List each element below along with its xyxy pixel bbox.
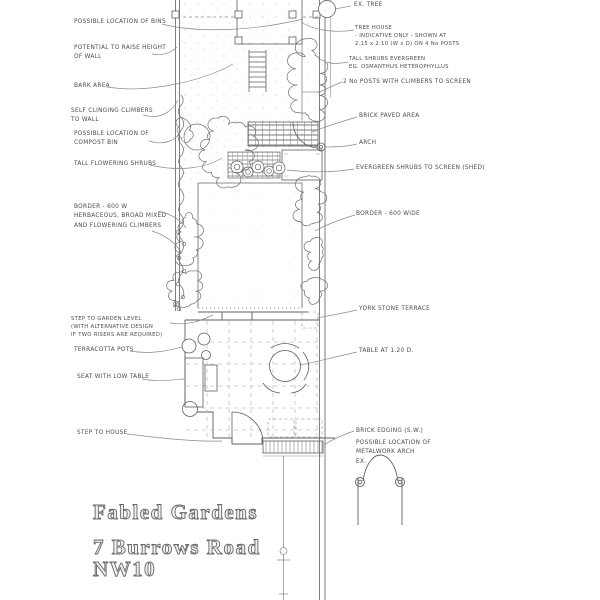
- annotation-climbers: SELF CLINGING CLIMBERS TO WALL: [71, 108, 153, 124]
- annotation-step-garden: STEP TO GARDEN LEVEL (WITH ALTERNATIVE D…: [71, 316, 163, 339]
- round-table: [262, 343, 310, 394]
- annotation-screen-shed: EVERGREEN SHRUBS TO SCREEN (SHED): [356, 165, 485, 171]
- leader-lines: [106, 5, 358, 446]
- shrub-circle: [183, 123, 211, 151]
- annotation-border-left: BORDER - 600 W HERBACEOUS, BROAD MIXED A…: [74, 204, 167, 229]
- seat-with-low-table: [184, 357, 218, 408]
- brick-paved-area: [247, 121, 319, 147]
- annotation-metalwork-arch: POSSIBLE LOCATION OF METALWORK ARCH EX.: [356, 440, 431, 465]
- annotation-tree-house: TREE HOUSE - INDICATIVE ONLY - SHOWN AT …: [355, 25, 460, 48]
- annotation-york-stone: YORK STONE TERRACE: [359, 306, 431, 312]
- shed-footprint: [281, 149, 323, 181]
- annotation-tall-shrubs: TALL FLOWERING SHRUBS: [74, 161, 157, 167]
- annotation-raise-wall: POTENTIAL TO RAISE HEIGHT OF WALL: [74, 45, 167, 61]
- annotation-brick-paved: BRICK PAVED AREA: [359, 113, 420, 119]
- annotation-table: TABLE AT 1.20 D.: [359, 348, 414, 354]
- annotation-step-house: STEP TO HOUSE: [77, 430, 128, 436]
- ground-level-marker: [172, 300, 180, 308]
- house-door-swing: [231, 411, 264, 444]
- annotation-bins: POSSIBLE LOCATION OF BINS: [74, 19, 166, 25]
- annotation-ex-tree: EX. TREE: [354, 2, 383, 8]
- metalwork-arch-sketch: [355, 454, 405, 525]
- annotation-evergreen-shrubs: TALL SHRUBS EVERGREEN EG. OSMANTHUS HETE…: [349, 56, 449, 71]
- terracotta-pots: [181, 332, 211, 417]
- annotation-arch: ARCH: [359, 140, 377, 146]
- drain-line: [277, 456, 290, 600]
- annotation-border-right: BORDER - 600 WIDE: [356, 211, 420, 217]
- wall-climbers: [175, 94, 187, 312]
- project-title: Fabled Gardens: [93, 500, 259, 525]
- terrace-paving-joints: [186, 321, 319, 437]
- existing-tree: [318, 0, 336, 18]
- ladder-steps: [248, 50, 267, 92]
- tree-house: [234, 0, 319, 120]
- planting-blobs: [166, 38, 329, 308]
- shed-marks: [284, 153, 320, 177]
- annotation-seat: SEAT WITH LOW TABLE: [77, 374, 150, 380]
- annotation-bark-area: BARK AREA: [74, 83, 110, 89]
- annotation-brick-edging: BRICK EDGING (S.W.): [356, 428, 424, 434]
- terrace-step-dashed: [267, 311, 323, 438]
- brick-edging: [262, 440, 324, 457]
- address-line-2: NW10: [93, 557, 157, 582]
- evergreen-shrub-row: [230, 160, 286, 178]
- annotation-posts-climbers: 2 No POSTS WITH CLIMBERS TO SCREEN: [343, 79, 471, 85]
- address-line-1: 7 Burrows Road: [93, 535, 261, 560]
- lawn: [197, 182, 303, 309]
- annotation-pots: TERRACOTTA POTS: [74, 347, 134, 353]
- annotation-compost-bin: POSSIBLE LOCATION OF COMPOST BIN: [74, 131, 149, 147]
